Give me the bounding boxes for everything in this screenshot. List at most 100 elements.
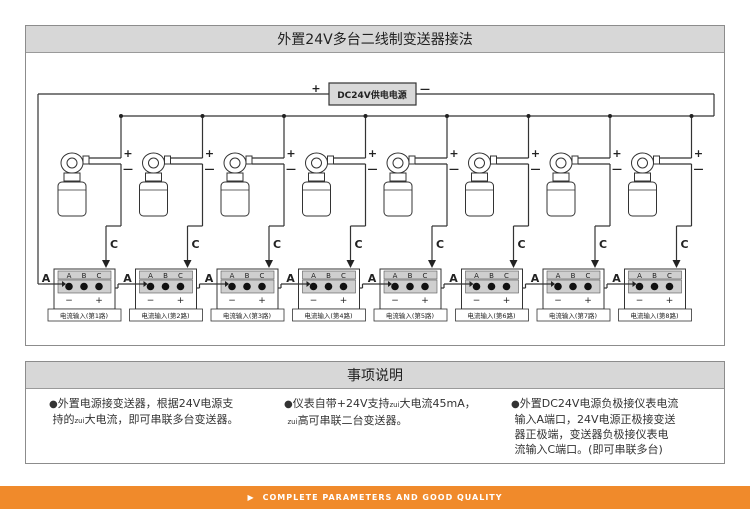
transmitter-connector [408,155,416,165]
terminal-label-b: B [489,272,494,280]
terminal-label-a: A [230,272,235,280]
c-label: C [191,238,199,251]
transmitter-minus-label: — [123,164,133,175]
transmitter-body [302,181,331,217]
transmitter-minus-label: — [368,164,378,175]
transmitter-dial [555,157,567,169]
c-arrow [183,260,192,268]
terminal-label-a: A [474,272,479,280]
terminal-screw [472,282,481,291]
transmitter-plus-label: + [286,147,295,160]
terminal-label-b: B [163,272,168,280]
c-label: C [599,238,607,251]
c-label: C [517,238,525,251]
note-1-line-2a: 持的 [52,413,75,426]
c-arrow [102,260,110,268]
transmitter-dial [311,157,322,169]
transmitter-plus-label: + [531,147,540,160]
transmitter-connector [653,155,660,165]
terminal-label-b: B [571,272,576,280]
transmitter-connector [82,155,90,165]
transmitter-plus-label: + [205,147,214,160]
channel-label: 电流输入(第3路) [223,311,271,320]
a-label: A [368,272,377,285]
terminal-screw [243,282,251,291]
terminal-screw [146,282,155,291]
transmitter-connector [490,155,497,165]
c-label: C [354,238,362,251]
terminal-minus: − [636,296,644,306]
bus-junction [200,114,205,118]
terminal-label-strip [546,270,601,280]
transmitter-dial [66,157,78,169]
transmitter-plus-label: + [123,147,132,160]
channel-label: 电流输入(第6路) [467,311,515,320]
terminal-screw [391,282,399,291]
terminal-label-b: B [408,272,413,280]
transmitter-neck [552,172,570,182]
note-2-line-2b: 高可串联二台变送器。 [297,414,408,427]
channel-label-box [373,308,448,322]
a-label: A [205,272,214,285]
terminal-label-strip [302,270,356,280]
transmitter-body [383,181,413,217]
transmitter-head [549,152,573,174]
bullet-icon: ● [511,399,520,410]
bus-junction [445,114,449,118]
c-arrow [672,260,681,268]
terminal-plus: + [666,296,674,306]
transmitter-head [60,152,84,174]
terminal-label-a: A [148,272,153,280]
a-arrow [388,281,392,287]
note-2-zui-1: zui [389,401,400,409]
a-arrow [225,281,229,287]
power-supply-label: DC24V供电电源 [337,89,407,101]
transmitter-neck [308,172,325,182]
terminal-label-strip [220,270,275,280]
terminal-label-a: A [311,272,316,280]
terminal-plus: + [421,296,429,306]
terminal-screw [339,282,348,291]
c-label: C [680,238,688,251]
transmitter-dial [148,157,159,169]
terminal-screw [650,282,659,291]
bullet-icon: ● [284,399,293,410]
notes-panel: 事项说明 ●外置电源接变送器，根据24V电源支 持的zui大电流，即可串联多台变… [25,361,725,464]
transmitter-body [628,181,657,217]
terminal-label-strip [57,270,112,280]
bullet-icon: ● [49,399,58,410]
channel-label: 电流输入(第1路) [60,311,108,320]
terminal-screw [309,282,318,291]
terminal-screw [80,282,88,291]
transmitter-head [386,152,410,174]
note-3-line-3: 器正极端，变送器负极接仪表电 [514,428,669,441]
terminal-plus: + [95,296,103,306]
channel-label-box [210,308,285,322]
terminal-label-a: A [393,272,398,280]
terminal-label-c: C [341,272,346,280]
terminal-label-strip [383,270,438,280]
channel-label-box [47,308,122,322]
terminal-screw [95,282,103,291]
a-label: A [612,272,621,285]
terminal-plus: + [340,296,348,306]
c-label: C [436,238,444,251]
terminal-label-a: A [637,272,642,280]
terminal-label-c: C [423,272,428,280]
note-2-line-1a: 仪表自带+24V支持 [292,397,390,410]
terminal-label-a: A [556,272,561,280]
transmitter-neck [471,172,488,182]
terminal-minus: − [310,296,318,306]
terminal-label-a: A [67,272,72,280]
c-arrow [265,260,273,268]
c-label: C [273,238,281,251]
a-label: A [42,272,51,285]
footer-text: COMPLETE PARAMETERS AND GOOD QUALITY [262,493,503,502]
transmitter-body [465,181,494,217]
terminal-screw [635,282,644,291]
terminal-screw [324,282,333,291]
footer-banner: ▶ COMPLETE PARAMETERS AND GOOD QUALITY [0,486,750,509]
transmitter-neck [634,172,651,182]
transmitter-head [223,152,247,174]
